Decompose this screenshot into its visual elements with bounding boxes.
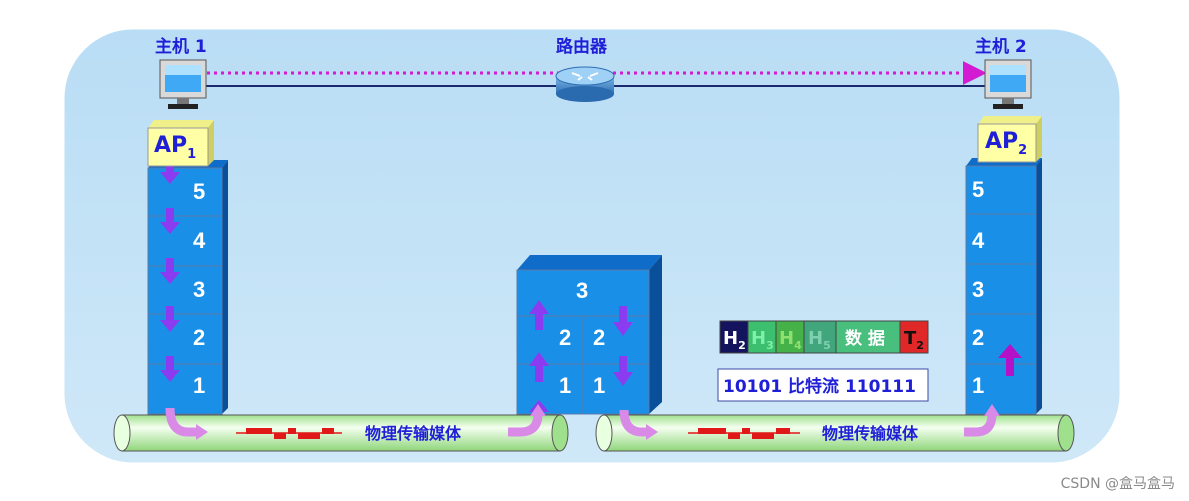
router-icon	[555, 66, 615, 102]
frame-h5	[803, 320, 837, 354]
frame-data	[835, 320, 901, 354]
signal-waveform-icon	[688, 428, 800, 439]
stack-layer-3: 3	[147, 265, 223, 315]
layer-number: 5	[193, 179, 205, 204]
layer-number: 2	[972, 325, 984, 350]
stack-layer-4: 4	[965, 213, 1037, 265]
stack-layer-4: 4	[147, 215, 223, 267]
computer-icon	[159, 59, 207, 109]
router-protocol-stack: 3 2 2 1 1	[516, 255, 662, 420]
stack-layer-1: 1	[147, 363, 223, 415]
svg-text:H2: H2	[723, 328, 746, 352]
svg-text:T2: T2	[904, 328, 924, 352]
watermark: CSDN @盒马盒马	[1060, 476, 1175, 492]
layer-number: 3	[576, 278, 588, 303]
layer-number: 4	[193, 228, 206, 253]
svg-text:数 据: 数 据	[845, 328, 885, 349]
down-arrow-icon	[613, 306, 633, 386]
diagram-background	[61, 26, 1123, 466]
curve-arrow-icon	[619, 409, 648, 437]
layer-number: 5	[972, 177, 984, 202]
layer-number: 1	[972, 373, 984, 398]
stack-layer-3: 3	[965, 263, 1037, 315]
ap2-box: AP2	[977, 116, 1042, 163]
host1-protocol-stack: 5 4 3 2 1	[147, 158, 228, 415]
frame-h2	[719, 320, 749, 354]
layer-number: 2	[559, 325, 571, 350]
curve-arrow-icon	[165, 407, 198, 437]
svg-text:H5: H5	[808, 328, 831, 352]
physical-medium-left: 物理传输媒体	[113, 404, 569, 452]
physical-medium-right: 物理传输媒体	[595, 404, 1075, 452]
medium-label: 物理传输媒体	[822, 424, 919, 443]
bitstream-label: 10101 比特流 110111	[723, 376, 916, 397]
layer-number: 1	[593, 373, 605, 398]
data-frame: H2 H3 H4 H5 数 据 T2	[719, 320, 929, 354]
svg-text:H4: H4	[779, 328, 802, 352]
router-layer-1-left: 1	[516, 363, 584, 415]
layer-number: 2	[193, 325, 205, 350]
router-layer-2-left: 2	[516, 315, 584, 365]
router-label: 路由器	[556, 36, 608, 57]
layer-number: 1	[559, 373, 571, 398]
stack-layer-5: 5	[147, 167, 223, 217]
layer-number: 3	[193, 277, 205, 302]
host1-label: 主机 1	[155, 36, 207, 57]
stack-layer-2: 2	[147, 313, 223, 365]
layer-number: 4	[972, 228, 985, 253]
layer-number: 1	[193, 373, 205, 398]
computer-icon	[984, 59, 1032, 109]
bitstream-box: 10101 比特流 110111	[717, 368, 929, 402]
ap1-box: AP1	[147, 120, 214, 167]
host2-protocol-stack: 5 4 3 2 1	[965, 158, 1042, 415]
stack-layer-1: 1	[965, 363, 1037, 415]
curve-arrow-icon	[508, 413, 543, 437]
up-arrow-icon	[998, 344, 1022, 376]
frame-t2	[899, 320, 929, 354]
layer-number: 3	[972, 277, 984, 302]
stack-layer-5: 5	[965, 165, 1037, 215]
layer-number: 2	[593, 325, 605, 350]
router-layer-1-right: 1	[582, 363, 650, 415]
ap1-label: AP1	[154, 133, 196, 162]
host2-label: 主机 2	[975, 36, 1027, 57]
router-layer-2-right: 2	[582, 315, 650, 365]
medium-label: 物理传输媒体	[365, 424, 462, 443]
signal-waveform-icon	[236, 428, 342, 439]
curve-arrow-icon	[964, 413, 997, 437]
ap2-label: AP2	[985, 129, 1027, 158]
svg-text:H3: H3	[751, 328, 774, 352]
